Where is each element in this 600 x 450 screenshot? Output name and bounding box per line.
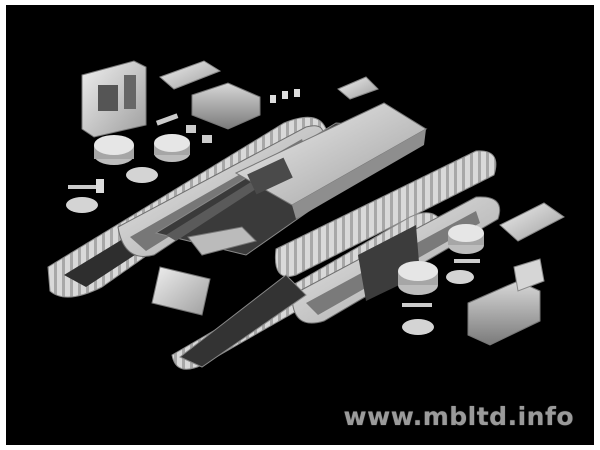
right-sponson [467,258,545,346]
hatch-panel [151,266,211,316]
hull-deck [234,102,427,219]
hull-rear-plate [499,202,565,242]
cab-part [81,60,147,138]
small-wedge [337,76,379,100]
parts-render [47,60,565,370]
right-hull-floor [179,274,307,368]
drums [66,134,484,335]
sponson-block [191,82,261,130]
front-plate [187,226,257,256]
watermark-text: www.mbltd.info [343,402,574,431]
render-canvas: www.mbltd.info [6,5,594,445]
roof-plate [159,60,222,90]
